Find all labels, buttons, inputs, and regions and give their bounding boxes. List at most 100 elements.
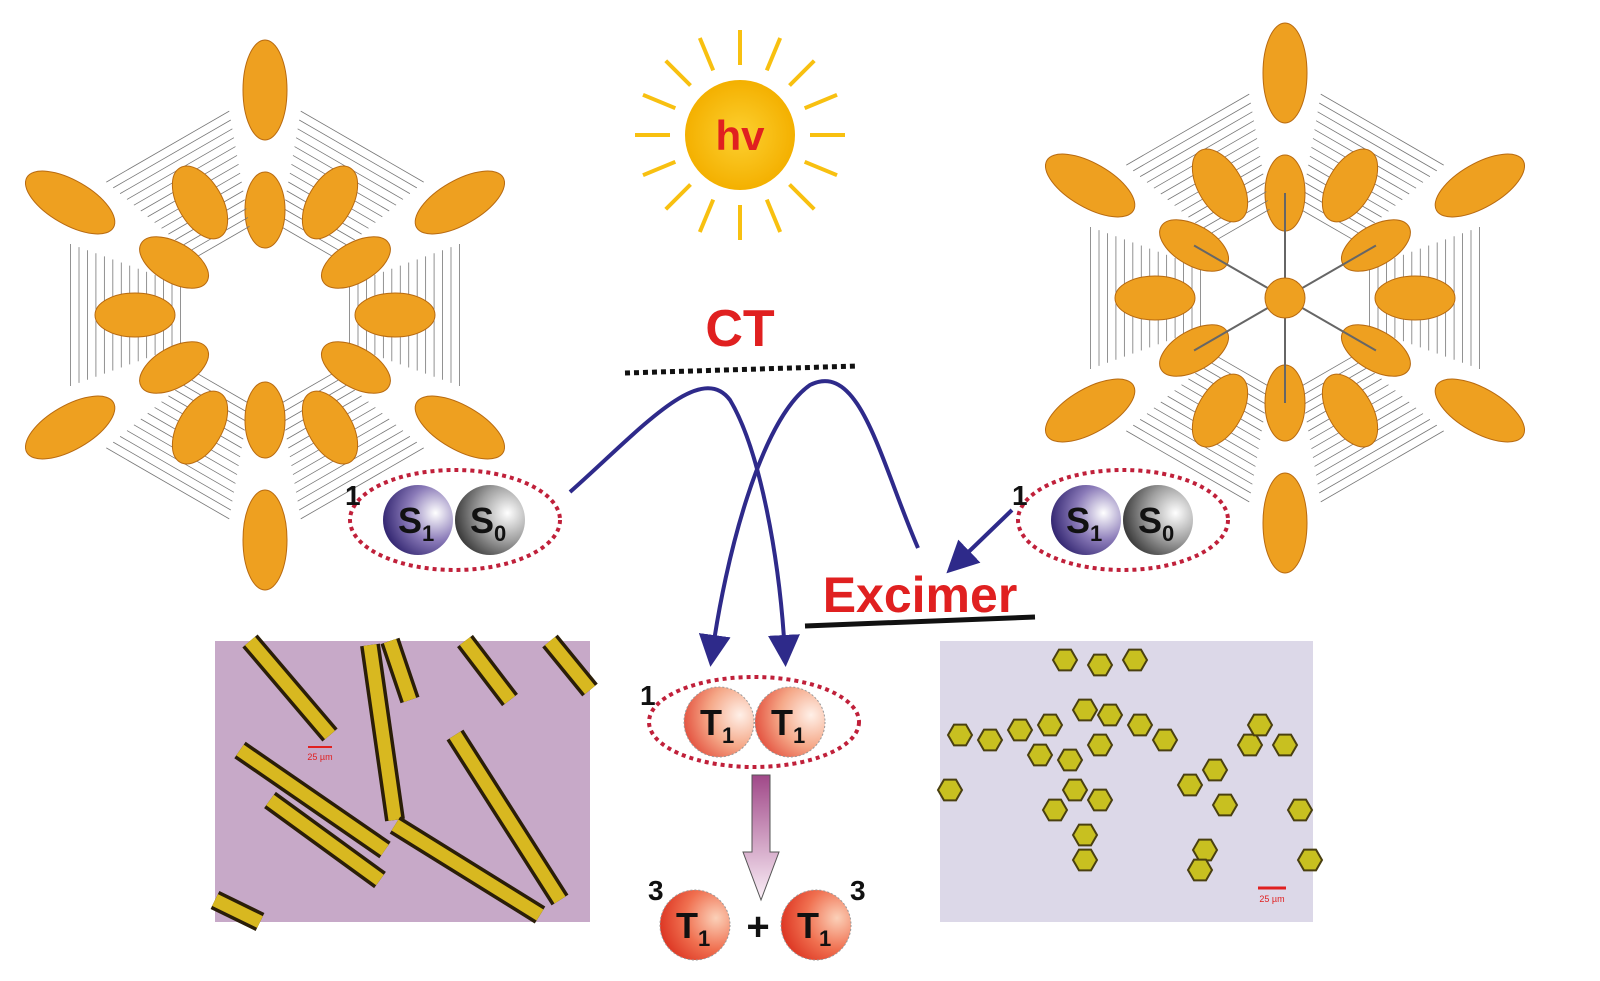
crystal-hexagon — [1041, 798, 1069, 822]
mof-structure-left — [24, 39, 506, 591]
scale-bar-right: 25 µm — [1259, 894, 1284, 904]
metal-cluster — [414, 395, 506, 460]
metal-cluster — [24, 395, 116, 460]
linker — [1215, 209, 1270, 241]
crystal-hexagon — [1051, 648, 1079, 672]
metal-cluster — [1264, 277, 1306, 319]
linker — [1319, 424, 1437, 494]
linker — [106, 447, 230, 520]
svg-text:1: 1 — [640, 680, 656, 711]
metal-cluster — [244, 171, 286, 249]
crystal-hexagon — [1026, 743, 1054, 767]
svg-text:3: 3 — [648, 875, 664, 906]
linker — [195, 226, 250, 258]
linker — [1317, 111, 1431, 177]
metal-cluster — [1044, 378, 1136, 443]
crystal-hexagon — [1246, 713, 1274, 737]
ct-arrow-right — [698, 379, 920, 667]
metal-cluster — [1321, 373, 1379, 448]
micrograph-hexagons: 25 µm — [936, 641, 1324, 922]
excimer-level-line — [804, 614, 1036, 629]
svg-text:S1: S1 — [398, 500, 434, 546]
ct-level-line — [624, 363, 859, 376]
triplet-pair: 1 T1 T1 — [640, 675, 861, 769]
linker — [1300, 355, 1355, 387]
crystal-hexagon — [1191, 838, 1219, 862]
linker — [119, 436, 233, 502]
metal-cluster — [1374, 275, 1456, 321]
linker — [1300, 209, 1355, 241]
crystal-hexagon — [1036, 713, 1064, 737]
crystal-hexagon — [1071, 823, 1099, 847]
singlet-pair-left: 1 S1 S0 — [345, 468, 562, 572]
crystal-hexagon — [1086, 653, 1114, 677]
crystal-hexagon — [946, 723, 974, 747]
svg-text:+: + — [746, 905, 769, 949]
linker — [299, 441, 417, 511]
metal-cluster — [139, 341, 209, 394]
s0-sphere — [1123, 485, 1193, 555]
linker — [1215, 355, 1270, 387]
linker — [1319, 102, 1437, 172]
crystal-hexagon — [1071, 698, 1099, 722]
s1-sphere — [1051, 485, 1121, 555]
linker — [1139, 419, 1253, 485]
metal-cluster — [1044, 153, 1136, 218]
metal-cluster — [171, 165, 229, 240]
crystal-hexagon — [936, 778, 964, 802]
crystal-hexagon — [1201, 758, 1229, 782]
linker — [1133, 102, 1251, 172]
metal-cluster — [301, 165, 359, 240]
metal-cluster — [414, 170, 506, 235]
crystal-hexagon — [1121, 648, 1149, 672]
ct-label: CT — [705, 300, 775, 358]
metal-cluster — [321, 341, 391, 394]
s1-sphere — [383, 485, 453, 555]
linker — [1317, 419, 1431, 485]
linker — [1320, 93, 1444, 166]
crystal-hexagon — [1006, 718, 1034, 742]
linker — [1139, 111, 1253, 177]
micrograph-rods: 25 µm — [210, 634, 598, 931]
mof-structure-right — [1044, 22, 1526, 574]
svg-text:S0: S0 — [470, 500, 506, 546]
s0-sphere — [455, 485, 525, 555]
metal-cluster — [242, 39, 288, 141]
metal-cluster — [1434, 378, 1526, 443]
metal-cluster — [321, 236, 391, 289]
crystal-hexagon — [1211, 793, 1239, 817]
linker — [1133, 424, 1251, 494]
crystal-hexagon — [1296, 848, 1324, 872]
crystal-hexagon — [1126, 713, 1154, 737]
crystal-hexagon — [1176, 773, 1204, 797]
crystal-hexagon — [1271, 733, 1299, 757]
linker — [106, 110, 230, 183]
crystal-hexagon — [1186, 858, 1214, 882]
metal-cluster — [1262, 472, 1308, 574]
linker — [300, 447, 424, 520]
linker — [113, 441, 231, 511]
linker — [299, 119, 417, 189]
linker — [113, 119, 231, 189]
svg-text:S0: S0 — [1138, 500, 1174, 546]
linker — [1126, 93, 1250, 166]
crystal-hexagon — [1286, 798, 1314, 822]
linker — [1126, 430, 1250, 503]
metal-cluster — [139, 236, 209, 289]
svg-text:1: 1 — [345, 480, 361, 511]
scale-bar-left: 25 µm — [307, 752, 332, 762]
metal-cluster — [24, 170, 116, 235]
triplet-products: 3 3 T1 T1 + — [648, 875, 866, 961]
crystal-hexagon — [1061, 778, 1089, 802]
svg-text:T1: T1 — [771, 702, 805, 748]
metal-cluster — [354, 292, 436, 338]
metal-cluster — [242, 489, 288, 591]
singlet-pair-right: 1 S1 S0 — [1012, 468, 1230, 572]
metal-cluster — [1321, 148, 1379, 223]
metal-cluster — [301, 390, 359, 465]
metal-cluster — [1191, 148, 1249, 223]
svg-text:T1: T1 — [700, 702, 734, 748]
sun-label: hv — [715, 112, 765, 159]
linker — [300, 110, 424, 183]
linker — [119, 128, 233, 194]
